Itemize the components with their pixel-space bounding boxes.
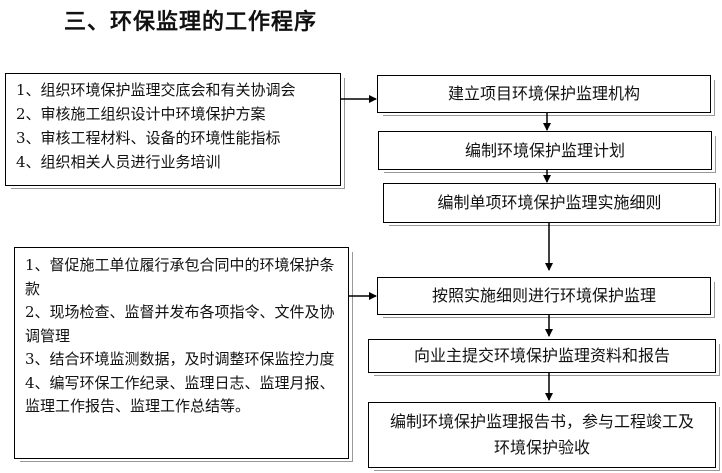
list-item: 1、组织环境保护监理交底会和有关协调会 [16,81,296,99]
page-title: 三、环保监理的工作程序 [64,10,318,35]
list-item: 2、审核施工组织设计中环境保护方案 [16,105,266,123]
step-4: 按照实施细则进行环境保护监理 [377,277,715,319]
list-item: 3、审核工程材料、设备的环境性能指标 [16,129,281,147]
list-item: 3、结合环境监测数据，及时调整环保监控力度 [25,350,335,368]
list-item: 4、编写环保工作纪录、监理日志、监理月报、监理工作报告、监理工作总结等。 [25,373,335,416]
list-item: 2、现场检查、监督并发布各项指令、文件及协调管理 [25,303,335,345]
supervision-tasks-box: 1、督促施工单位履行承包合同中的环境保护条款 2、现场检查、监督并发布各项指令、… [14,247,353,463]
list-item: 4、组织相关人员进行业务培训 [16,153,221,171]
step-5: 向业主提交环境保护监理资料和报告 [368,339,720,377]
step-3: 编制单项环境保护监理实施细则 [383,183,720,227]
preparation-tasks-box: 1、组织环境保护监理交底会和有关协调会 2、审核施工组织设计中环境保护方案 3、… [5,73,345,190]
list-item: 1、督促施工单位履行承包合同中的环境保护条款 [25,256,335,298]
